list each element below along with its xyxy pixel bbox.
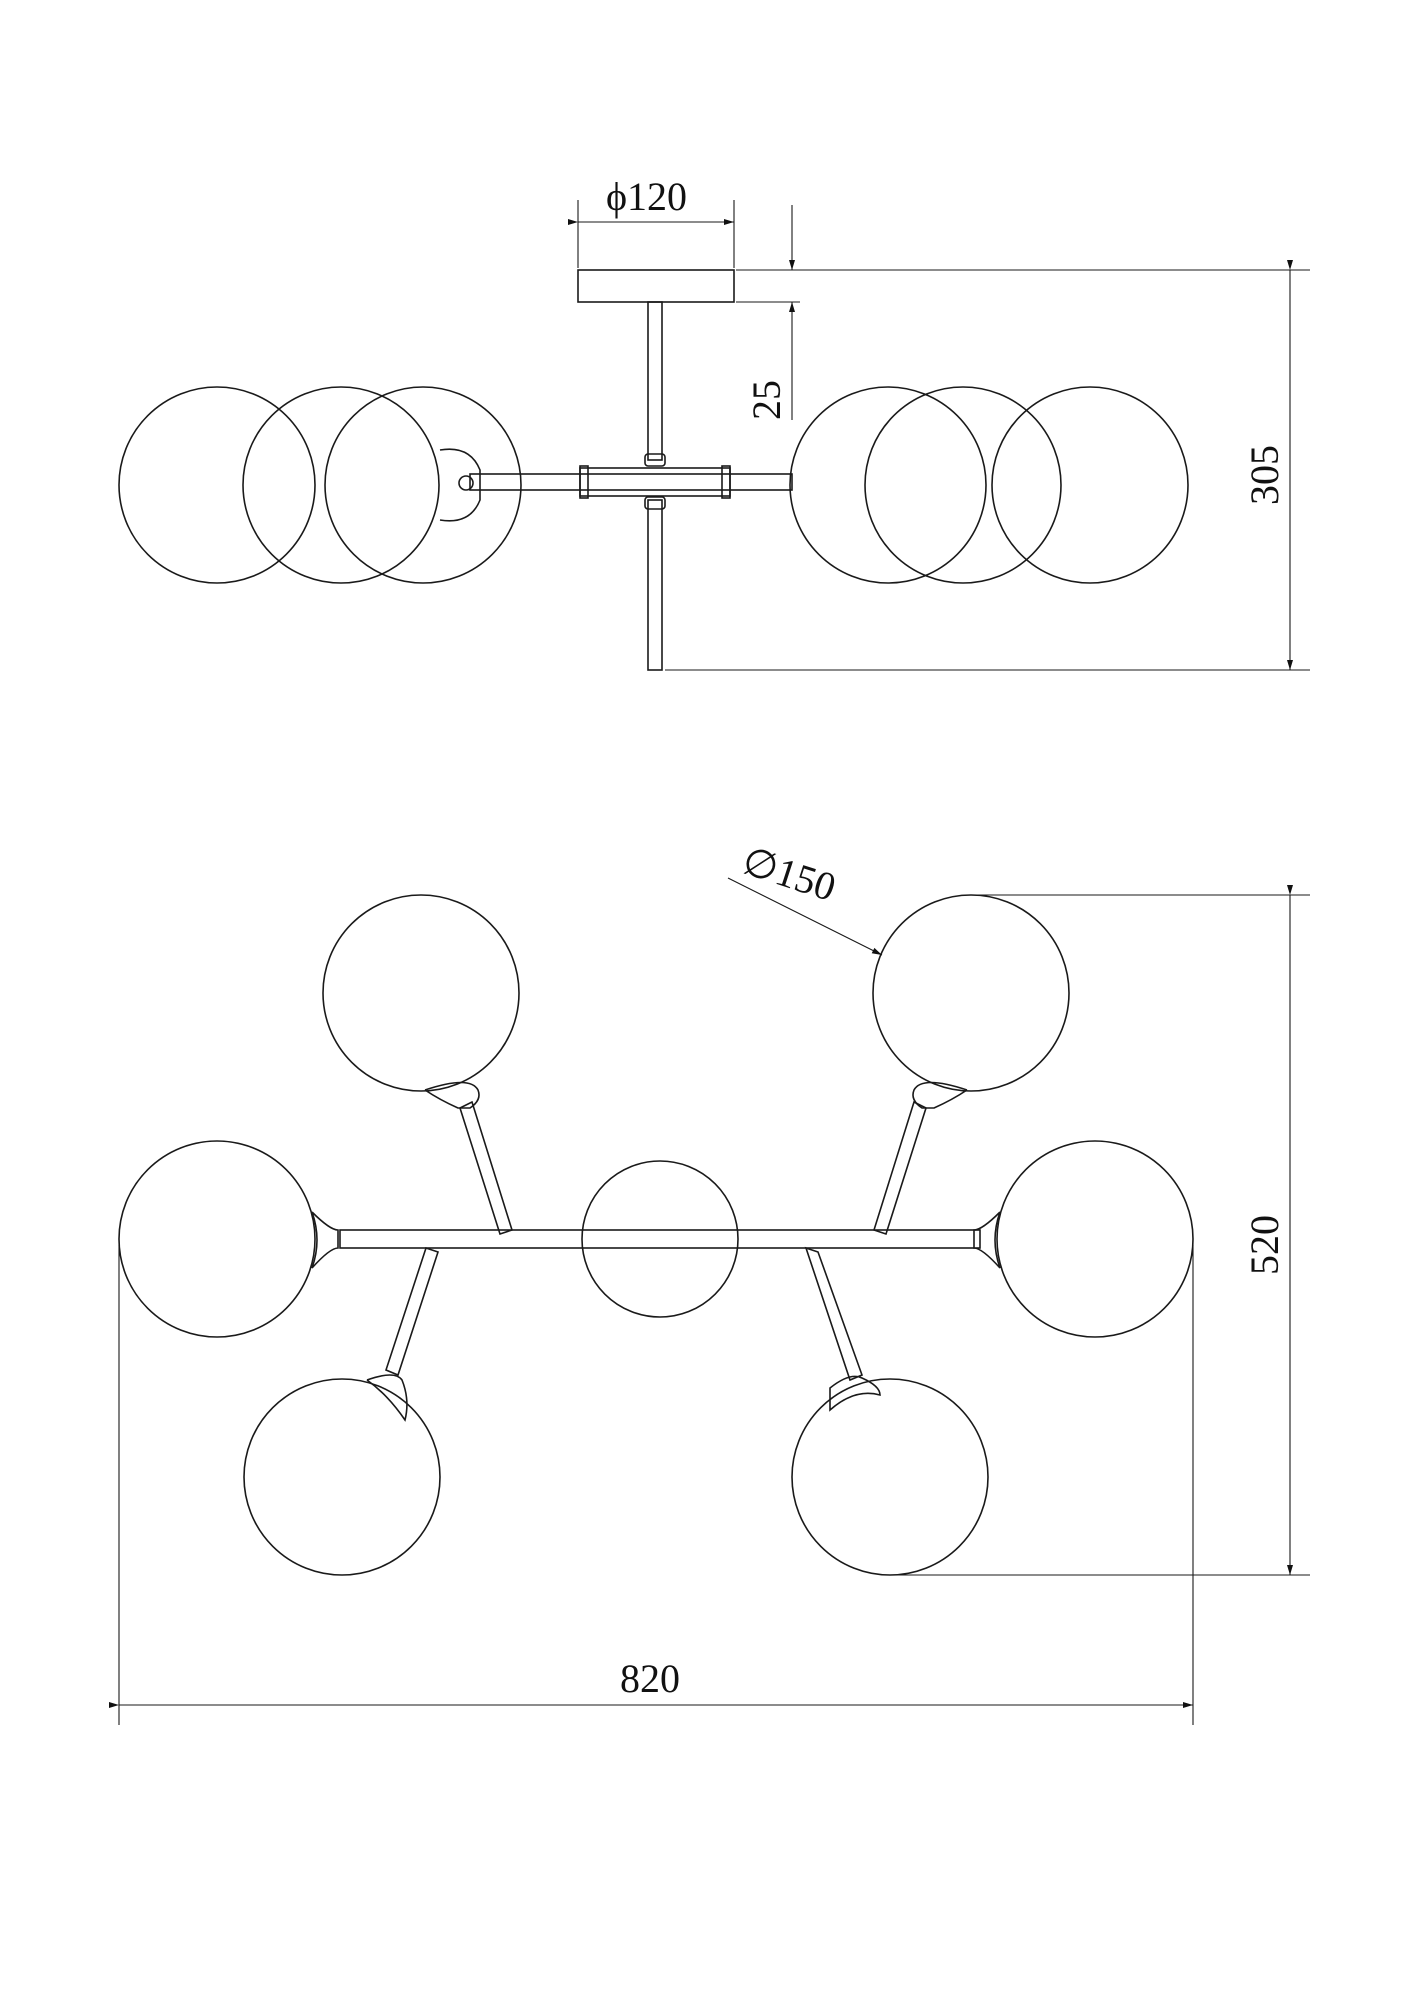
socket-cup-upper-right: [912, 1081, 968, 1109]
plan-main-arm: [339, 1229, 981, 1249]
drop-rod: [647, 301, 663, 461]
lower-rod-joint: [644, 496, 666, 510]
globe-lower-left: [243, 1378, 441, 1576]
globe-back-left: [324, 386, 522, 584]
socket-cup-right: [973, 1211, 1001, 1269]
socket-cup-upper-left: [424, 1081, 480, 1109]
overall-width-label: 820: [620, 1656, 680, 1701]
globe-upper-right: [872, 894, 1070, 1092]
rod-joint: [644, 453, 666, 467]
globe-center: [581, 1160, 739, 1318]
hub-cap-left: [579, 465, 589, 499]
dimension-overall-height: 305: [665, 260, 1310, 671]
globe-lower-right: [791, 1378, 989, 1576]
socket-cup-left: [439, 448, 481, 522]
plan-view: ∅150 520 820: [109, 838, 1310, 1725]
hub-cap-right: [721, 465, 731, 499]
globe-diameter-label: ∅150: [737, 838, 841, 910]
globe-far-right: [991, 386, 1189, 584]
globe-left: [118, 1140, 316, 1338]
dimension-canopy-height: 25: [736, 205, 1310, 420]
horizontal-arm: [469, 473, 793, 491]
ceiling-canopy: [577, 269, 735, 303]
socket-cup-lower-right: [829, 1375, 881, 1412]
globe-right: [996, 1140, 1194, 1338]
central-hub: [579, 467, 731, 497]
socket-cup-left: [311, 1211, 339, 1269]
overall-height-label: 305: [1242, 445, 1287, 505]
arm-upper-left: [459, 1100, 513, 1236]
globe-back-right: [864, 386, 1062, 584]
side-elevation-view: ϕ120 25 305: [118, 174, 1310, 671]
arm-upper-right: [873, 1100, 927, 1236]
globe-far-left: [118, 386, 316, 584]
canopy-diameter-label: ϕ120: [606, 174, 687, 219]
overall-depth-label: 520: [1242, 1215, 1287, 1275]
dimension-canopy-diameter: ϕ120: [568, 174, 735, 268]
socket-cup-lower-left: [366, 1374, 408, 1422]
socket-ring-left: [458, 475, 474, 491]
globe-mid-left: [242, 386, 440, 584]
arm-lower-right: [804, 1246, 864, 1382]
arm-lower-left: [385, 1246, 440, 1377]
lower-rod: [647, 499, 663, 671]
globe-upper-left: [322, 894, 520, 1092]
dimension-overall-depth: 520: [895, 885, 1310, 1576]
canopy-height-label: 25: [744, 380, 789, 420]
globe-mid-right: [789, 386, 987, 584]
dimension-globe-diameter: ∅150: [727, 838, 883, 956]
dimension-overall-width: 820: [109, 1245, 1194, 1725]
